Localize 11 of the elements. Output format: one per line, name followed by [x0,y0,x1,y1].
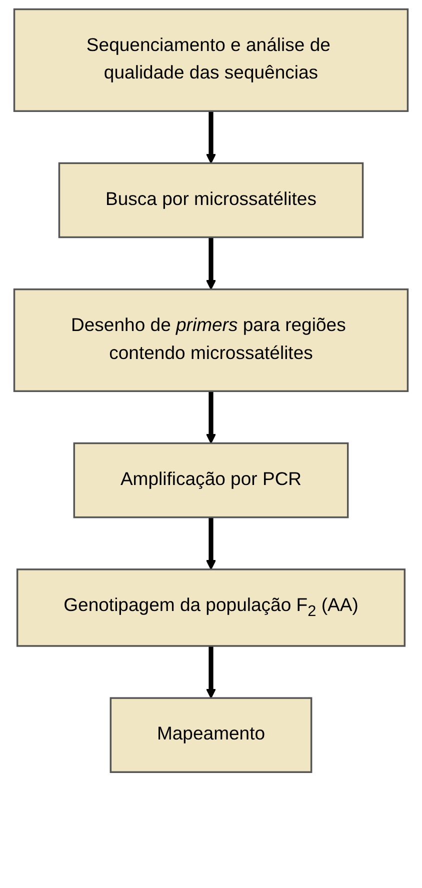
node-box: Amplificação por PCR [73,442,349,518]
node-box: Busca por microssatélites [58,162,364,238]
arrow [206,237,216,290]
node-box: Sequenciamento e análise de qualidade das sequências [13,8,409,112]
arrow [206,111,216,164]
node-box: Desenho de primers para regiões contendo microssatélites [13,288,409,392]
node-box: Mapeamento [110,697,312,773]
arrow [206,646,216,699]
arrow [206,517,216,570]
node-box: Genotipagem da população F$_{2}$ (AA) [16,568,406,647]
arrow [206,391,216,444]
